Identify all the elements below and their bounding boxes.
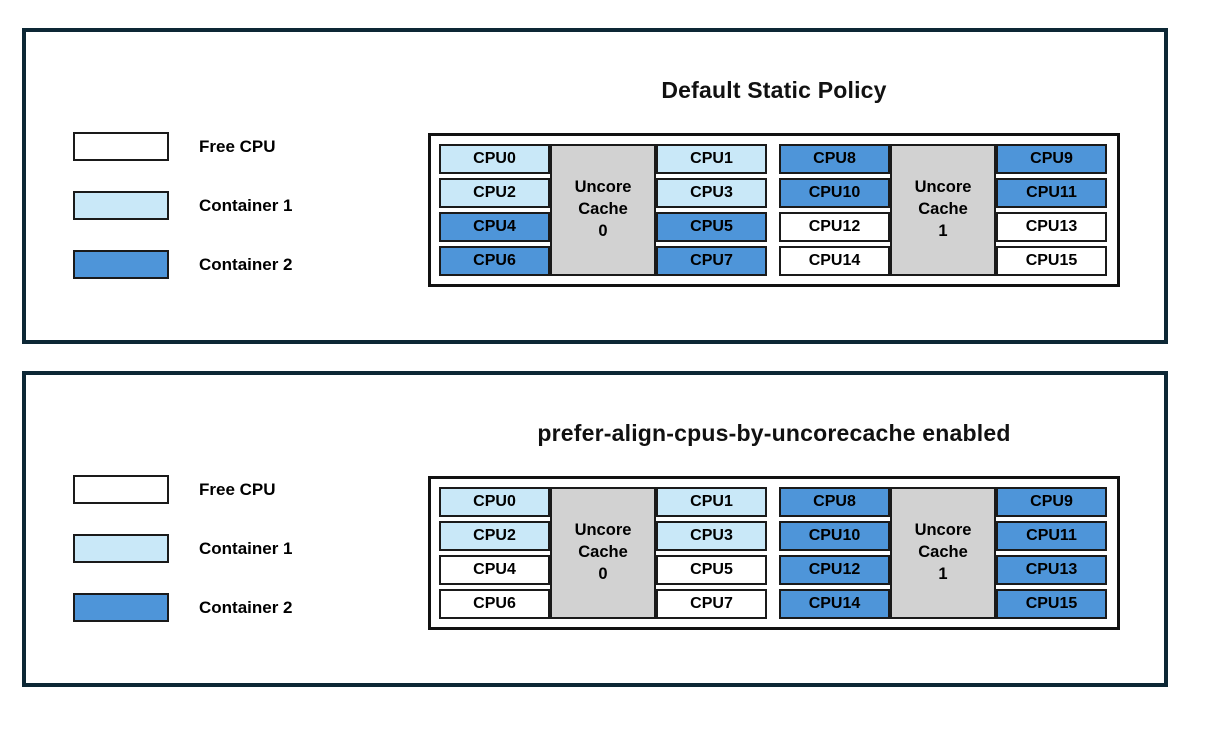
cpu-cell-cpu6: CPU6 — [439, 589, 550, 619]
cpu-cell-cpu0: CPU0 — [439, 144, 550, 174]
cpu-cell-cpu11: CPU11 — [996, 178, 1107, 208]
cpu-cell-cpu11: CPU11 — [996, 521, 1107, 551]
uncore-cache-label-line: 1 — [938, 221, 948, 240]
panel-title: Default Static Policy — [661, 77, 887, 103]
legend-label: Container 1 — [199, 538, 293, 558]
cpu-cell-cpu8: CPU8 — [779, 144, 890, 174]
cpu-cell-cpu13: CPU13 — [996, 555, 1107, 585]
legend-swatch-container-2 — [73, 250, 169, 279]
legend-swatch-free-cpu — [73, 132, 169, 161]
uncore-cache-label-line: 0 — [598, 221, 608, 240]
cpu-cell-cpu15: CPU15 — [996, 246, 1107, 276]
legend-swatch-free-cpu — [73, 475, 169, 504]
cpu-cell-cpu9: CPU9 — [996, 144, 1107, 174]
legend-label: Free CPU — [199, 479, 276, 499]
cpu-cell-cpu0: CPU0 — [439, 487, 550, 517]
cpu-cell-cpu13: CPU13 — [996, 212, 1107, 242]
cpu-cell-cpu7: CPU7 — [656, 246, 767, 276]
panel-title: prefer-align-cpus-by-uncorecache enabled — [537, 420, 1011, 446]
cpu-cell-cpu4: CPU4 — [439, 212, 550, 242]
cpu-cell-cpu6: CPU6 — [439, 246, 550, 276]
panel-default-static-policy: Free CPU Container 1 Container 2 Default S… — [22, 28, 1168, 344]
cpu-cell-cpu12: CPU12 — [779, 212, 890, 242]
legend-item-container-1: Container 1 — [73, 191, 428, 220]
legend-label: Container 2 — [199, 254, 293, 274]
uncore-cache-label-line: Uncore — [574, 521, 632, 540]
cpu-cell-cpu14: CPU14 — [779, 246, 890, 276]
legend-swatch-container-2 — [73, 593, 169, 622]
cpu-cell-cpu10: CPU10 — [779, 521, 890, 551]
cpu-cell-cpu2: CPU2 — [439, 178, 550, 208]
cpu-cell-cpu3: CPU3 — [656, 178, 767, 208]
legend-item-container-2: Container 2 — [73, 593, 428, 622]
legend-swatch-container-1 — [73, 534, 169, 563]
legend-item-container-1: Container 1 — [73, 534, 428, 563]
legend: Free CPU Container 1 Container 2 — [26, 375, 428, 683]
uncore-cache-label-line: 1 — [938, 564, 948, 583]
legend-label: Container 1 — [199, 195, 293, 215]
cpu-cell-cpu7: CPU7 — [656, 589, 767, 619]
legend-item-container-2: Container 2 — [73, 250, 428, 279]
cpu-cell-cpu10: CPU10 — [779, 178, 890, 208]
cpu-cell-cpu1: CPU1 — [656, 144, 767, 174]
uncore-cache-label-line: 0 — [598, 564, 608, 583]
cpu-cell-cpu3: CPU3 — [656, 521, 767, 551]
panel-right-column: prefer-align-cpus-by-uncorecache enabled… — [428, 375, 1120, 683]
legend-label: Free CPU — [199, 136, 276, 156]
legend: Free CPU Container 1 Container 2 — [26, 32, 428, 340]
legend-item-free-cpu: Free CPU — [73, 475, 428, 504]
legend-item-free-cpu: Free CPU — [73, 132, 428, 161]
uncore-cache-label-line: Uncore — [914, 521, 972, 540]
cpu-cell-cpu12: CPU12 — [779, 555, 890, 585]
cpu-allocation-panels: Free CPU Container 1 Container 2 Default S… — [22, 28, 1205, 687]
cpu-cell-cpu15: CPU15 — [996, 589, 1107, 619]
cpu-cell-cpu8: CPU8 — [779, 487, 890, 517]
uncore-cache-label-line: Cache — [578, 200, 628, 219]
cpu-cell-cpu14: CPU14 — [779, 589, 890, 619]
uncore-cache-label-line: Cache — [918, 200, 968, 219]
legend-label: Container 2 — [199, 597, 293, 617]
cpu-cell-cpu5: CPU5 — [656, 555, 767, 585]
cpu-cell-cpu9: CPU9 — [996, 487, 1107, 517]
cpu-cell-cpu2: CPU2 — [439, 521, 550, 551]
cpu-cell-cpu5: CPU5 — [656, 212, 767, 242]
cpu-cell-cpu4: CPU4 — [439, 555, 550, 585]
uncore-cache-label-line: Cache — [918, 543, 968, 562]
uncore-cache-label-line: Uncore — [914, 178, 972, 197]
uncore-cache-label-line: Uncore — [574, 178, 632, 197]
panel-prefer-align-cpus-by-uncorecache: Free CPU Container 1 Container 2 prefer-al… — [22, 371, 1168, 687]
legend-swatch-container-1 — [73, 191, 169, 220]
uncore-cache-label-line: Cache — [578, 543, 628, 562]
cpu-cell-cpu1: CPU1 — [656, 487, 767, 517]
